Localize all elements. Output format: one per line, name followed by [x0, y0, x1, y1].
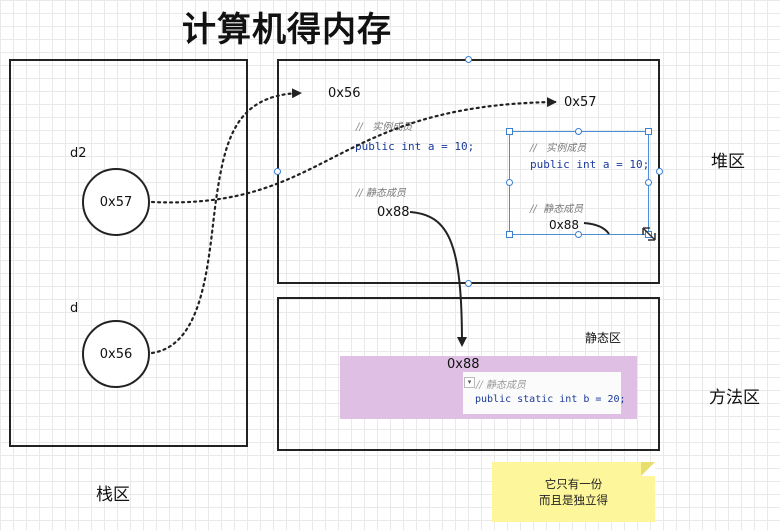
stack-label: 栈区	[96, 485, 130, 505]
static-code-editor[interactable]: ▾ // 静态成员 public static int b = 20;	[463, 372, 626, 414]
inner-instance-comment: // 实例成员	[530, 143, 587, 154]
resize-cursor-icon	[642, 227, 656, 241]
connector-d2-to-heap-0x57[interactable]	[150, 97, 557, 204]
selection-handle-bottom[interactable]	[575, 231, 582, 238]
stack-region[interactable]	[9, 59, 248, 447]
fold-toggle-icon[interactable]: ▾	[464, 377, 475, 388]
connector-d-to-heap-0x56[interactable]	[150, 88, 302, 355]
connector-inner-static-ref[interactable]	[583, 222, 610, 235]
page-title: 计算机得内存	[182, 10, 392, 50]
selection-handle-tl[interactable]	[506, 128, 513, 135]
editor-code: public static int b = 20;	[475, 394, 626, 405]
stack-var-d-address: 0x56	[99, 346, 133, 362]
var-name-d: d	[70, 301, 79, 316]
note-line-2: 而且是独立得	[539, 493, 608, 507]
inner-static-ref: 0x88	[549, 218, 580, 232]
heap-address-0x56: 0x56	[328, 86, 361, 101]
static-area-label: 静态区	[585, 331, 622, 345]
inner-instance-code: public int a = 10;	[530, 158, 650, 171]
heap-handle-bottom[interactable]	[465, 280, 472, 287]
connector-static-ref-to-static-block[interactable]	[409, 211, 467, 347]
selection-handle-tr[interactable]	[645, 128, 652, 135]
selection-handle-left[interactable]	[506, 179, 513, 186]
method-region[interactable]	[277, 297, 660, 451]
heap-instance-comment: // 实例成员	[356, 122, 413, 133]
sticky-note[interactable]: 它只有一份 而且是独立得	[492, 462, 655, 522]
selection-handle-top[interactable]	[575, 128, 582, 135]
heap-handle-right[interactable]	[656, 168, 663, 175]
heap-handle-top[interactable]	[465, 56, 472, 63]
stack-var-d2-address: 0x57	[99, 194, 133, 210]
heap-static-comment: // 静态成员	[356, 188, 406, 199]
method-label: 方法区	[709, 388, 760, 408]
selection-handle-bl[interactable]	[506, 231, 513, 238]
heap-static-ref: 0x88	[377, 205, 410, 220]
var-name-d2: d2	[70, 146, 87, 161]
note-fold-corner	[641, 462, 655, 476]
heap-instance-code: public int a = 10;	[355, 140, 475, 153]
heap-address-0x57: 0x57	[564, 95, 597, 110]
static-block-address: 0x88	[447, 357, 480, 372]
stack-var-d-circle[interactable]: 0x56	[82, 320, 150, 388]
heap-handle-left[interactable]	[274, 168, 281, 175]
inner-static-comment: // 静态成员	[530, 204, 584, 215]
note-line-1: 它只有一份	[544, 477, 603, 491]
heap-label: 堆区	[711, 152, 745, 172]
stack-var-d2-circle[interactable]: 0x57	[82, 168, 150, 236]
editor-comment: // 静态成员	[476, 380, 526, 391]
selection-handle-right[interactable]	[645, 179, 652, 186]
